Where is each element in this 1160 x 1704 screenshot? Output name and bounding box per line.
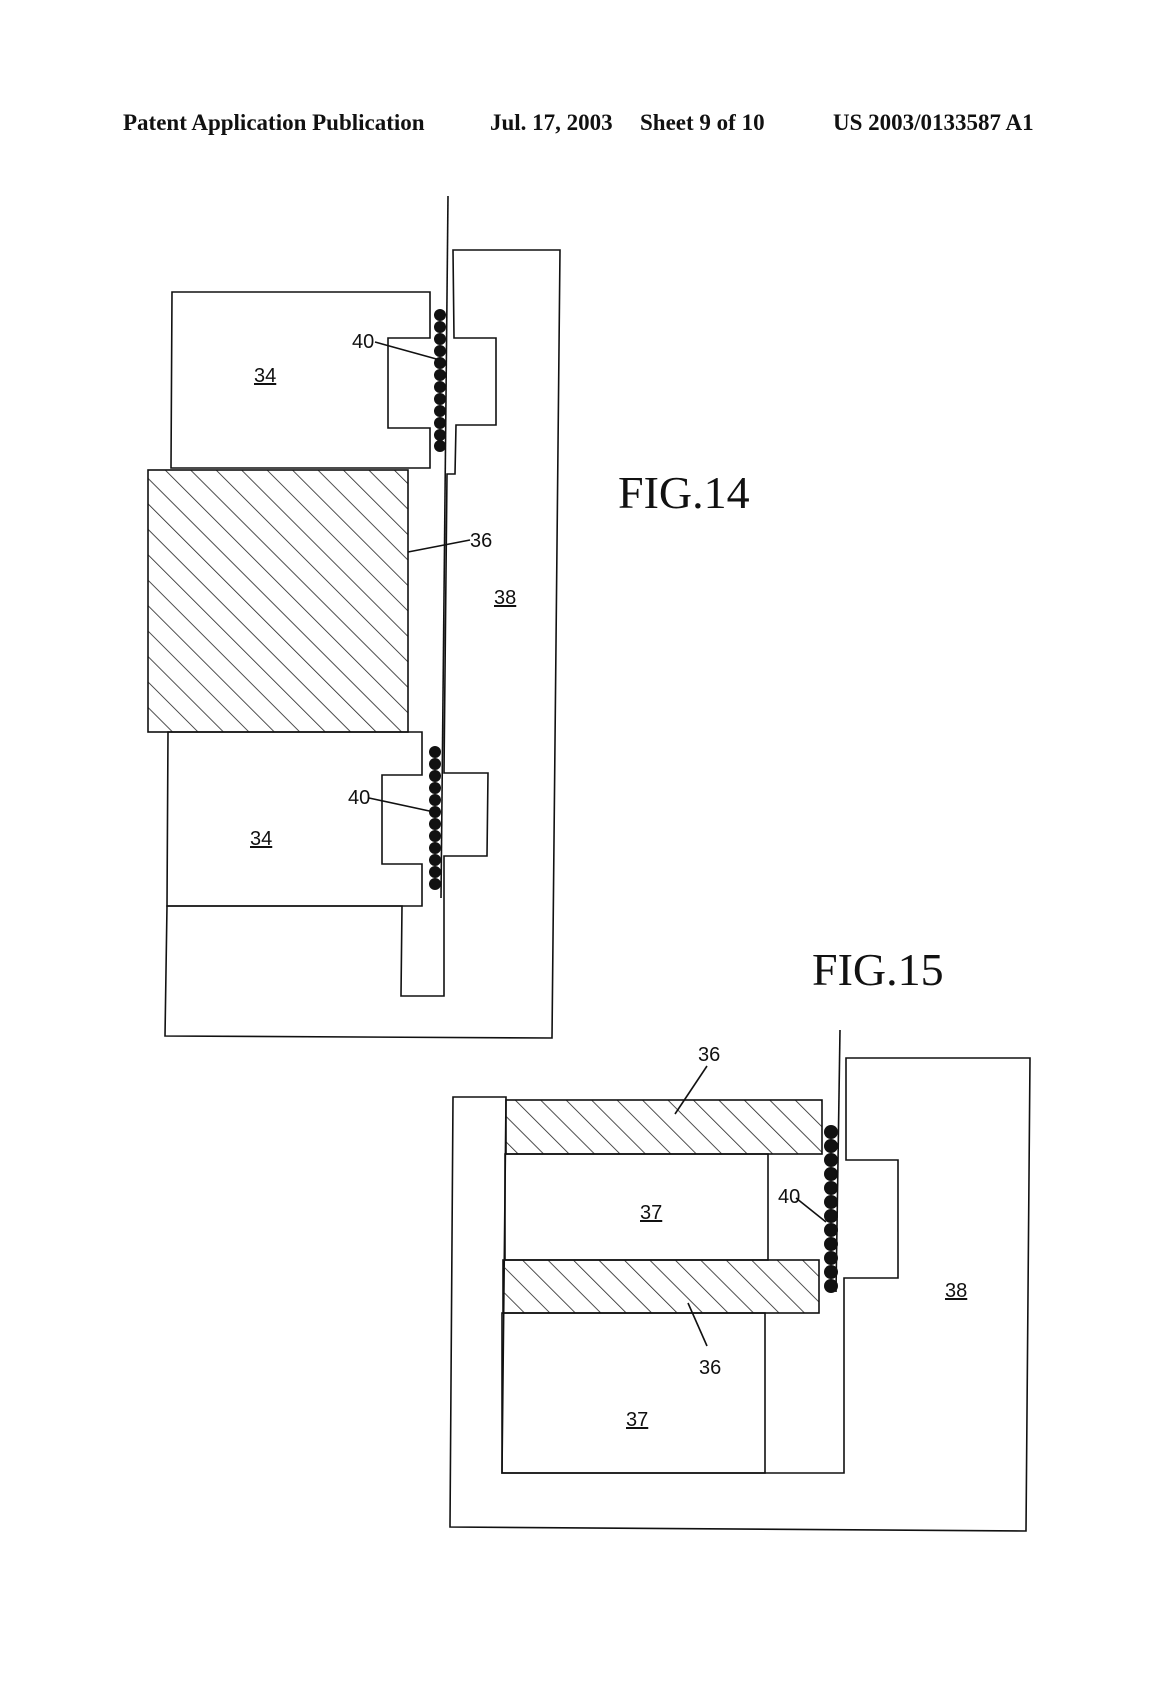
coil-36-hatched (147, 469, 409, 733)
figure-15 (449, 1029, 1031, 1532)
ref-34-bottom: 34 (250, 828, 272, 850)
leader-36-top (674, 1065, 708, 1115)
ref-36-top-15: 36 (698, 1044, 720, 1066)
balls-40-15 (824, 1125, 838, 1293)
ref-36-bottom-15: 36 (699, 1357, 721, 1379)
ref-38-15: 38 (945, 1280, 967, 1302)
balls-40-top (434, 309, 446, 452)
magnet-34-bottom (166, 731, 423, 907)
leader-40-15 (795, 1197, 827, 1223)
fig15-label: FIG.15 (812, 944, 944, 995)
publication-title: Patent Application Publication (123, 110, 425, 135)
ref-36: 36 (470, 530, 492, 552)
leader-40-top (374, 341, 441, 361)
ref-38: 38 (494, 587, 516, 609)
publication-date: Jul. 17, 2003 (490, 110, 613, 135)
balls-40-bottom (429, 746, 441, 890)
leader-36-bottom (687, 1302, 708, 1347)
magnet-34-top (170, 291, 431, 469)
sheet-number: Sheet 9 of 10 (640, 110, 765, 135)
core-38-outline (164, 249, 561, 1039)
ref-37-top: 37 (640, 1202, 662, 1224)
figure-14 (147, 195, 561, 1039)
sheet-line-14 (440, 195, 449, 899)
ref-40-bottom: 40 (348, 787, 370, 809)
ref-40-top: 40 (352, 331, 374, 353)
fig14-label: FIG.14 (618, 467, 750, 518)
ref-37-bottom: 37 (626, 1409, 648, 1431)
patent-number: US 2003/0133587 A1 (833, 110, 1034, 135)
pole-37-top (504, 1153, 769, 1261)
ref-34-top: 34 (254, 365, 276, 387)
coil-36-top (505, 1099, 823, 1155)
leader-40-bottom (368, 797, 435, 813)
sheet-line-15 (835, 1029, 841, 1293)
ref-40-15: 40 (778, 1186, 800, 1208)
leader-36 (407, 539, 471, 553)
pole-37-bottom (501, 1312, 766, 1474)
coil-36-bottom (502, 1259, 820, 1314)
